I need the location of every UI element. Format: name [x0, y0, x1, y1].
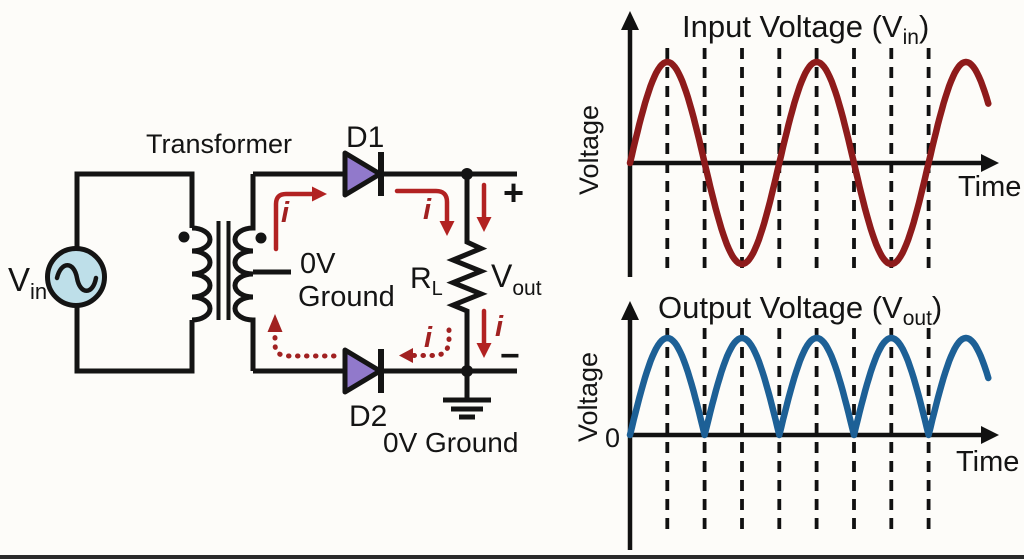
- output-waveform: [626, 334, 992, 439]
- current-arrows-dotted: [267, 314, 452, 363]
- current-arrow-out-of-load-head: [476, 343, 492, 358]
- center-tap-label-ground: Ground: [298, 281, 395, 313]
- vin-label: Vin: [8, 261, 47, 304]
- current-arrows-solid: [273, 182, 492, 358]
- current-arrow-after-d1-head: [439, 221, 455, 236]
- ac-source: [45, 246, 107, 308]
- minus-polarity-label: −: [500, 337, 520, 375]
- current-arrow-after-d1: [394, 188, 450, 225]
- primary-winding: [191, 225, 213, 323]
- chart-title: Output Voltage (Vout): [658, 290, 942, 330]
- phase-dot-secondary: [255, 232, 267, 244]
- current-label-3: i: [424, 322, 433, 354]
- center-tap-label-0v: 0V: [300, 248, 336, 280]
- plus-polarity-label: +: [503, 172, 524, 213]
- secondary-winding: [232, 174, 256, 371]
- output-zero-label: 0: [605, 423, 620, 453]
- sine-wave-icon: [54, 263, 99, 293]
- current-arrow-secondary-up: [273, 191, 316, 252]
- primary-top-wire: [74, 171, 195, 249]
- output-x-axis-arrow: [981, 426, 999, 444]
- transformer-label: Transformer: [146, 129, 292, 159]
- input-x-axis-arrow: [981, 154, 999, 172]
- output-y-axis-label: Voltage: [573, 352, 603, 442]
- current-label-1: i: [281, 197, 290, 229]
- diode-d1: [342, 150, 384, 198]
- output-voltage-chart: Output Voltage (Vout) Voltage Time 0: [573, 290, 1019, 550]
- diode-d1-icon: [342, 150, 383, 198]
- primary-loop-wires: [74, 171, 195, 374]
- input-waveform: [626, 58, 992, 268]
- load-resistor-label: RL: [410, 262, 443, 300]
- primary-bottom-wire: [74, 305, 195, 374]
- circuit-schematic: Vin Transformer 0V Ground D1 D2: [8, 121, 542, 458]
- diode-d1-label: D1: [346, 121, 384, 154]
- output-y-axis-arrow: [621, 301, 639, 320]
- dotted-current-toward-d2: [409, 327, 452, 358]
- current-arrow-into-load-head: [476, 217, 492, 232]
- vout-label: Vout: [491, 258, 542, 300]
- diode-d2: [342, 347, 384, 395]
- bottom-edge-line: [0, 555, 1024, 559]
- bottom-ground-label: 0V Ground: [383, 427, 518, 458]
- current-label-4: i: [495, 311, 504, 343]
- current-label-2: i: [423, 194, 432, 226]
- current-arrow-secondary-up-head: [312, 186, 327, 202]
- output-x-axis-label: Time: [956, 446, 1019, 478]
- transformer: [178, 174, 291, 371]
- diode-d2-label: D2: [349, 400, 387, 433]
- dotted-current-return: [272, 331, 337, 359]
- input-y-axis-arrow: [621, 11, 639, 30]
- input-x-axis-label: Time: [958, 171, 1021, 203]
- load-branch: [443, 168, 491, 420]
- phase-dot-primary: [178, 231, 190, 243]
- dotted-current-return-head: [267, 314, 283, 332]
- diode-d2-icon: [342, 347, 383, 395]
- input-y-axis-label: Voltage: [574, 105, 604, 195]
- input-voltage-chart: Input Voltage (Vin) Voltage Time: [574, 9, 1021, 277]
- load-resistor-icon: [446, 174, 488, 371]
- ground-icon: [443, 397, 491, 420]
- dotted-current-toward-d2-head: [399, 348, 413, 363]
- chart-title: Input Voltage (Vin): [682, 9, 929, 49]
